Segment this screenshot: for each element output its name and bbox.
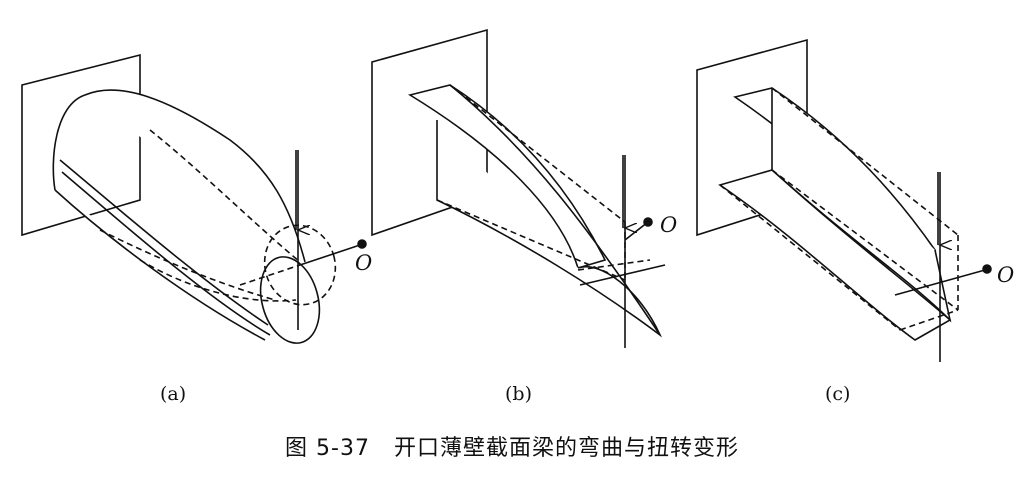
- cylinder-beam: [52, 89, 306, 341]
- panel-b: [371, 28, 666, 348]
- shear-center-dot-a: [357, 239, 367, 249]
- figure-caption: 图 5-37 开口薄壁截面梁的弯曲与扭转变形: [0, 430, 1024, 462]
- point-label-c: O: [997, 263, 1014, 287]
- figure-number: 图 5-37: [285, 436, 370, 461]
- angle-beam-web: [436, 120, 662, 338]
- panel-c: [696, 38, 992, 362]
- angle-beam-flange: [407, 84, 607, 269]
- panel-label-b: (b): [505, 383, 532, 405]
- wall-plate-a: [21, 53, 141, 237]
- end-section-a: [259, 256, 321, 344]
- point-label-a: O: [355, 251, 372, 275]
- channel-beam-bottom-flange: [718, 169, 952, 341]
- figure-caption-text: 开口薄壁截面梁的弯曲与扭转变形: [393, 436, 739, 461]
- panel-label-c: (c): [825, 383, 850, 405]
- shear-center-dot-b: [643, 217, 653, 227]
- panel-label-a: (a): [160, 383, 186, 405]
- panel-a: [21, 53, 367, 344]
- point-label-b: O: [660, 213, 677, 237]
- shear-center-dot-c: [982, 264, 992, 274]
